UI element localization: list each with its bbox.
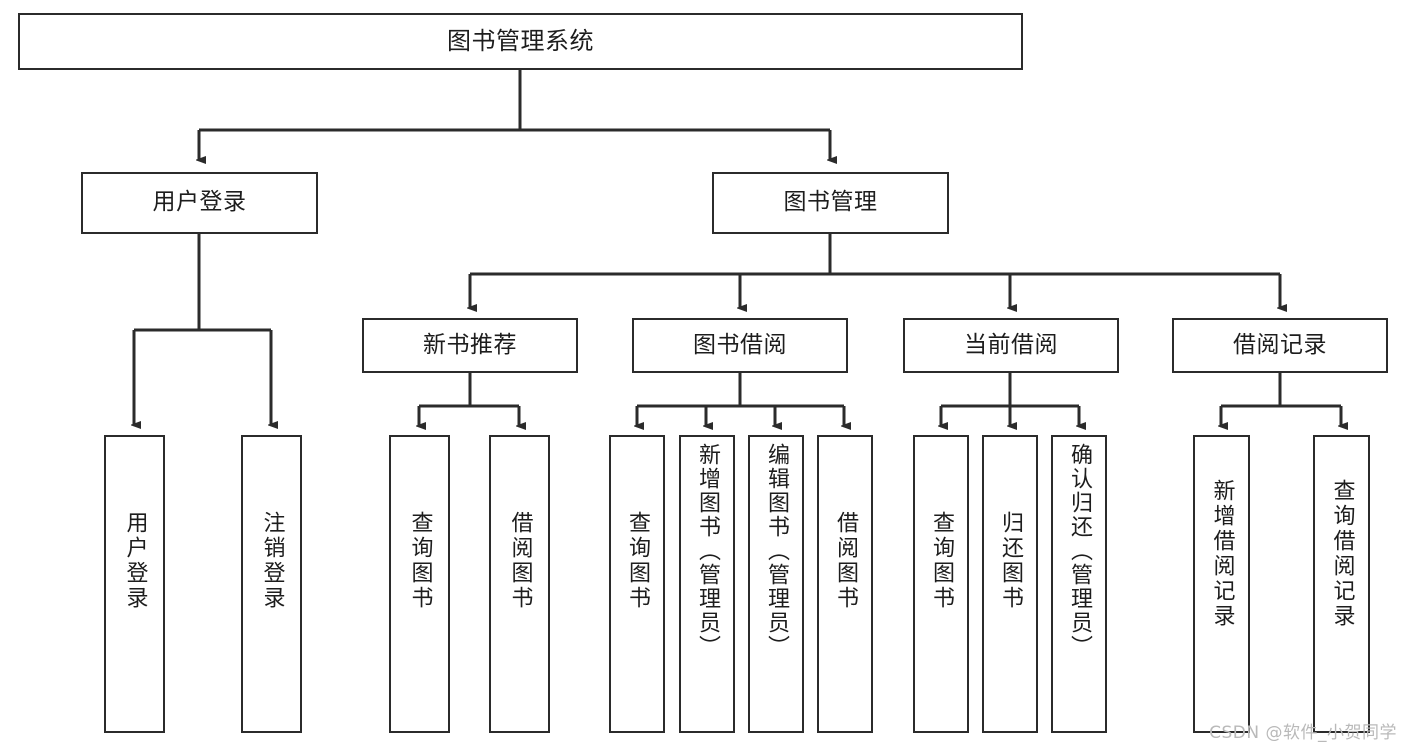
leaf-query-record[interactable]: 查询借阅记录 (1313, 435, 1370, 733)
leaf-add-book-label: 新增图书（管理员） (695, 443, 720, 659)
node-user-login[interactable]: 用户登录 (81, 172, 318, 234)
leaf-query-book-2[interactable]: 查询图书 (609, 435, 665, 733)
leaf-edit-book[interactable]: 编辑图书（管理员） (748, 435, 804, 733)
watermark: CSDN @软件_小贺同学 (1209, 723, 1397, 743)
leaf-add-book[interactable]: 新增图书（管理员） (679, 435, 735, 733)
leaf-confirm-return[interactable]: 确认归还（管理员） (1051, 435, 1107, 733)
leaf-add-record[interactable]: 新增借阅记录 (1193, 435, 1250, 733)
leaf-return-book-label: 归还图书 (998, 511, 1023, 611)
leaf-add-record-label: 新增借阅记录 (1209, 479, 1235, 629)
node-new-book-recommend[interactable]: 新书推荐 (362, 318, 578, 373)
node-book-borrow-label: 图书借阅 (693, 331, 787, 358)
node-root[interactable]: 图书管理系统 (18, 13, 1023, 70)
leaf-query-book-1-label: 查询图书 (407, 511, 433, 611)
node-user-login-label: 用户登录 (152, 189, 247, 216)
leaf-query-book-2-label: 查询图书 (625, 511, 650, 611)
leaf-borrow-book-1-label: 借阅图书 (507, 511, 533, 611)
node-borrow-record-label: 借阅记录 (1233, 331, 1327, 358)
node-book-borrow[interactable]: 图书借阅 (632, 318, 848, 373)
node-root-label: 图书管理系统 (447, 27, 594, 56)
leaf-confirm-return-label: 确认归还（管理员） (1067, 443, 1092, 659)
node-new-book-recommend-label: 新书推荐 (423, 331, 517, 358)
leaf-borrow-book-2-label: 借阅图书 (833, 511, 858, 611)
leaf-user-login-label: 用户登录 (122, 511, 148, 611)
leaf-return-book[interactable]: 归还图书 (982, 435, 1038, 733)
node-book-manage[interactable]: 图书管理 (712, 172, 949, 234)
node-current-borrow-label: 当前借阅 (964, 331, 1058, 358)
leaf-user-login[interactable]: 用户登录 (104, 435, 165, 733)
leaf-query-record-label: 查询借阅记录 (1329, 479, 1355, 629)
leaf-user-logout-label: 注销登录 (259, 511, 285, 611)
leaf-query-book-3[interactable]: 查询图书 (913, 435, 969, 733)
leaf-query-book-3-label: 查询图书 (929, 511, 954, 611)
node-book-manage-label: 图书管理 (783, 189, 878, 216)
node-borrow-record[interactable]: 借阅记录 (1172, 318, 1388, 373)
node-current-borrow[interactable]: 当前借阅 (903, 318, 1119, 373)
leaf-borrow-book-1[interactable]: 借阅图书 (489, 435, 550, 733)
leaf-query-book-1[interactable]: 查询图书 (389, 435, 450, 733)
leaf-edit-book-label: 编辑图书（管理员） (764, 443, 789, 659)
leaf-user-logout[interactable]: 注销登录 (241, 435, 302, 733)
leaf-borrow-book-2[interactable]: 借阅图书 (817, 435, 873, 733)
